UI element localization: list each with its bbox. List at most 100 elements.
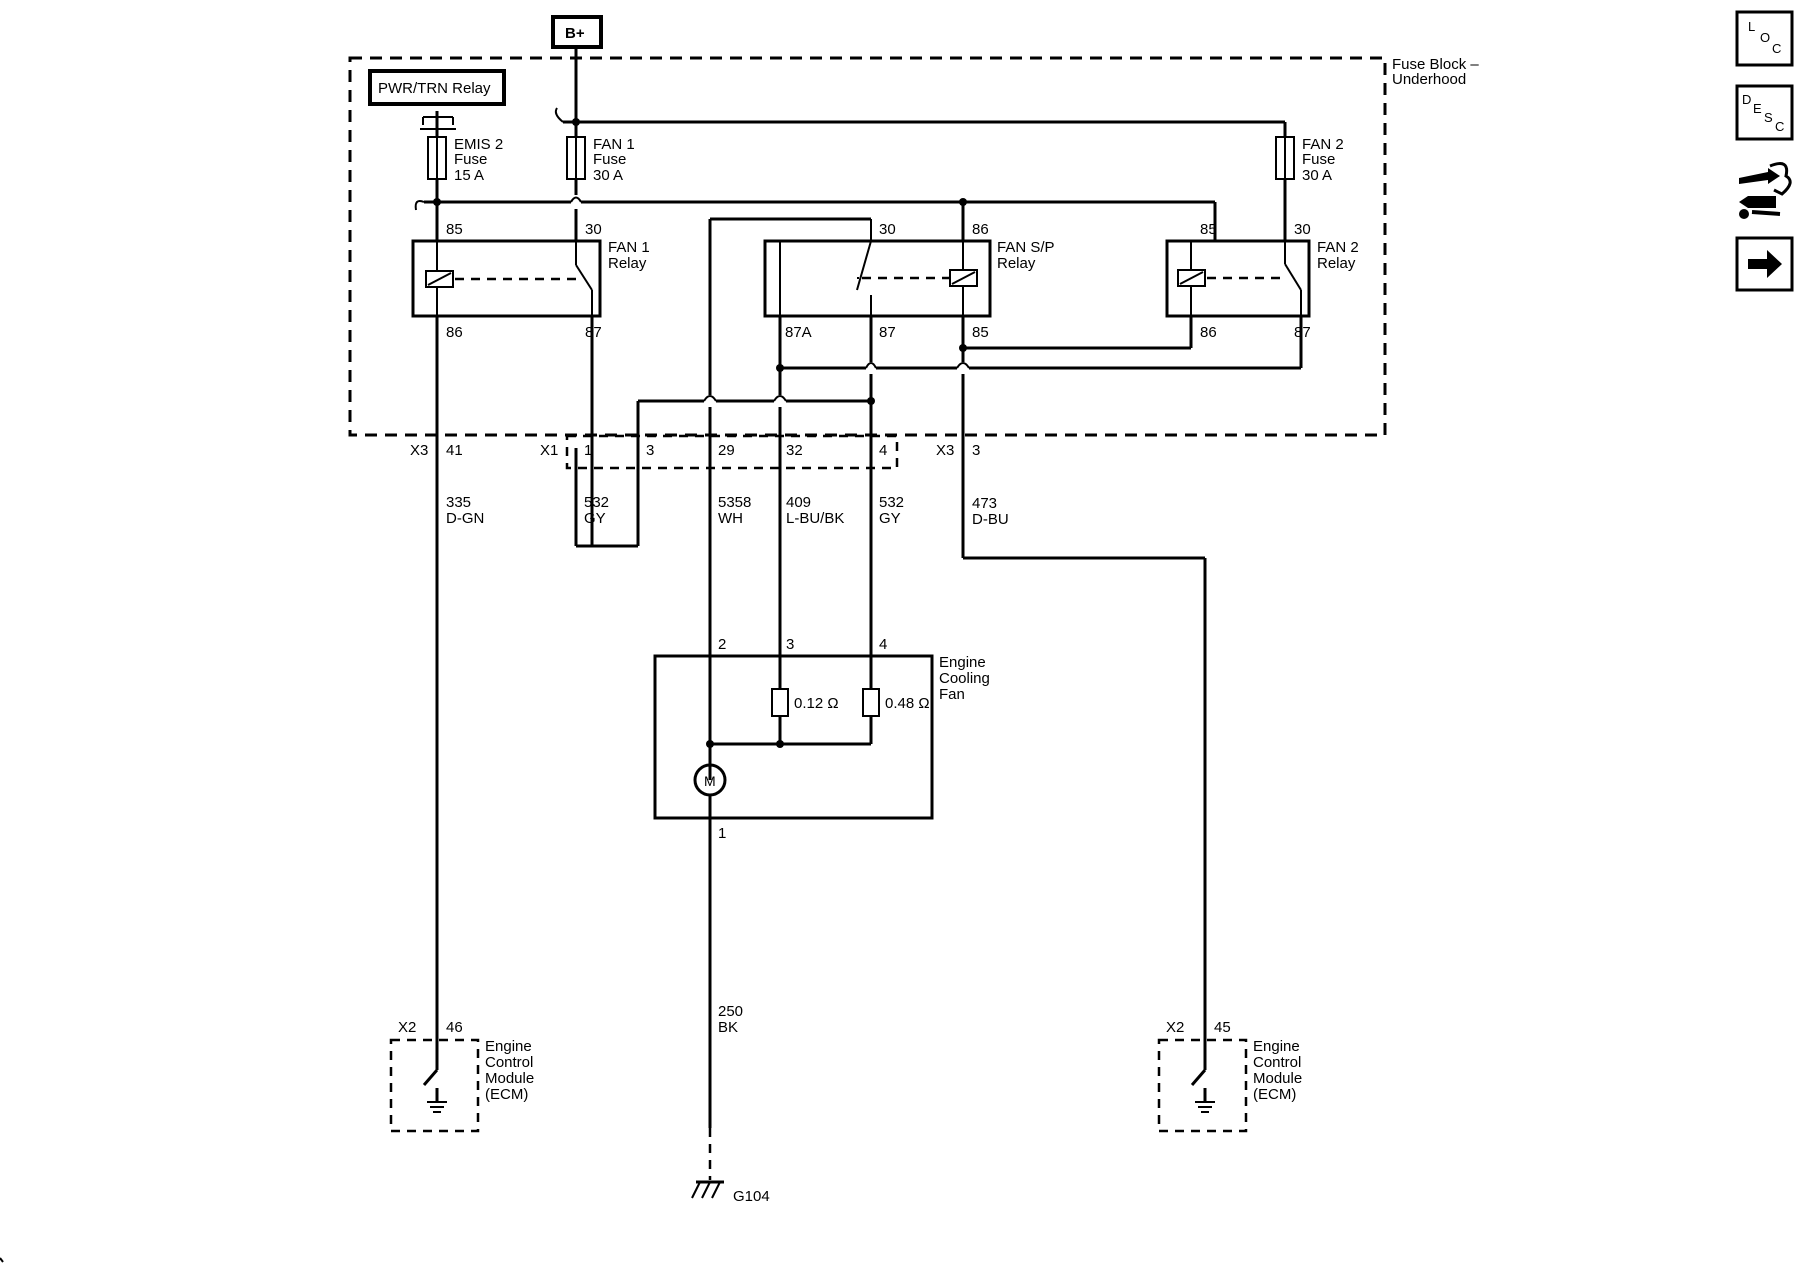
- ecm-left-label-1: Engine: [485, 1038, 532, 1055]
- fuse-block-boundary: [348, 56, 1387, 437]
- fan1-fuse: [566, 136, 586, 180]
- fan1-relay-box: [411, 239, 602, 318]
- emis2-fuse-label-1: EMIS 2: [454, 136, 503, 153]
- fan2-fuse: [1275, 136, 1295, 180]
- fuse-block-label-1: Fuse Block –: [1392, 56, 1479, 73]
- fansp-relay-label-2: Relay: [997, 255, 1036, 272]
- fansp-relay-pin-87: 87: [879, 324, 896, 341]
- fan-pin-2: 2: [718, 636, 726, 653]
- fansp-relay-label-1: FAN S/P: [997, 239, 1055, 256]
- fansp-relay-pin-30: 30: [879, 221, 896, 238]
- resistor-0-12-label: 0.12 Ω: [794, 695, 839, 712]
- emis2-fuse-label-2: Fuse: [454, 151, 487, 168]
- x1-pin-29: 29: [718, 442, 735, 459]
- engine-cooling-fan-label-3: Fan: [939, 686, 965, 703]
- fan2-fuse-label-3: 30 A: [1302, 167, 1332, 184]
- ecm-left-label-4: (ECM): [485, 1086, 528, 1103]
- fan2-relay-label-2: Relay: [1317, 255, 1356, 272]
- emis2-fuse-label-3: 15 A: [454, 167, 484, 184]
- fan-motor-label: M: [704, 773, 716, 789]
- resistor-0-48-label: 0.48 Ω: [885, 695, 930, 712]
- fan-pin-1: 1: [718, 825, 726, 842]
- fan1-relay-pin-30: 30: [585, 221, 602, 238]
- desc-button[interactable]: D E S C: [1735, 84, 1794, 141]
- loc-button[interactable]: L O C: [1735, 10, 1794, 67]
- connector-end-view-icon[interactable]: [1739, 162, 1792, 219]
- x3-right-name: X3: [936, 442, 954, 459]
- wire-532a-color: GY: [584, 510, 606, 527]
- x3-left-pin: 41: [446, 442, 463, 459]
- desc-letter-3: S: [1764, 110, 1773, 125]
- x1-pin-3: 3: [646, 442, 654, 459]
- fansp-relay-pin-87a: 87A: [785, 324, 812, 341]
- x1-connector: [565, 434, 899, 470]
- fan2-fuse-label-2: Fuse: [1302, 151, 1335, 168]
- ecm-left-pin: 46: [446, 1019, 463, 1036]
- wire-5358-color: WH: [718, 510, 743, 527]
- desc-letter-2: E: [1753, 101, 1762, 116]
- fan1-relay-label-1: FAN 1: [608, 239, 650, 256]
- ecm-left-label-2: Control: [485, 1054, 533, 1071]
- wire-473-color: D-BU: [972, 511, 1009, 528]
- loc-letter-2: O: [1760, 30, 1770, 45]
- fan1-relay-pin-86: 86: [446, 324, 463, 341]
- engine-cooling-fan-label-2: Cooling: [939, 670, 990, 687]
- ecm-right-label-3: Module: [1253, 1070, 1302, 1087]
- ecm-right-label-2: Control: [1253, 1054, 1301, 1071]
- fan2-fuse-label-1: FAN 2: [1302, 136, 1344, 153]
- fan-pin-3: 3: [786, 636, 794, 653]
- fan1-relay-pin-85: 85: [446, 221, 463, 238]
- resistor-0-12: [771, 688, 789, 717]
- emis2-fuse: [427, 136, 447, 180]
- fan2-relay-pin-86: 86: [1200, 324, 1217, 341]
- fansp-relay-pin-85: 85: [972, 324, 989, 341]
- wire-250-color: BK: [718, 1019, 738, 1036]
- wire-532b-color: GY: [879, 510, 901, 527]
- fansp-relay-box: [763, 239, 992, 318]
- loc-letter-1: L: [1748, 19, 1755, 34]
- x1-name: X1: [540, 442, 558, 459]
- fuse-block-label-2: Underhood: [1392, 71, 1466, 88]
- wire-409-circuit: 409: [786, 494, 811, 511]
- pwr-trn-relay-label: PWR/TRN Relay: [378, 80, 491, 97]
- pwr-trn-relay-box: [368, 69, 506, 106]
- x3-left-name: X3: [410, 442, 428, 459]
- ecm-left-box: [389, 1038, 480, 1133]
- resistor-0-48: [862, 688, 880, 717]
- ecm-right-label-1: Engine: [1253, 1038, 1300, 1055]
- fan1-fuse-label-2: Fuse: [593, 151, 626, 168]
- ecm-left-x2: X2: [398, 1019, 416, 1036]
- wire-409-color: L-BU/BK: [786, 510, 844, 527]
- fan2-relay-box: [1165, 239, 1311, 318]
- wire-532a-circuit: 532: [584, 494, 609, 511]
- desc-letter-4: C: [1775, 119, 1784, 134]
- engine-cooling-fan-box: [653, 654, 934, 820]
- fan-pin-4: 4: [879, 636, 887, 653]
- fan2-relay-pin-30: 30: [1294, 221, 1311, 238]
- ecm-right-label-4: (ECM): [1253, 1086, 1296, 1103]
- x1-pin-1: 1: [584, 442, 592, 459]
- x3-right-pin: 3: [972, 442, 980, 459]
- fan1-fuse-label-1: FAN 1: [593, 136, 635, 153]
- wire-250-circuit: 250: [718, 1003, 743, 1020]
- wire-335-circuit: 335: [446, 494, 471, 511]
- b-plus-label: B+: [565, 25, 585, 42]
- ecm-left-label-3: Module: [485, 1070, 534, 1087]
- wire-473-circuit: 473: [972, 495, 997, 512]
- desc-letter-1: D: [1742, 92, 1751, 107]
- ecm-right-box: [1157, 1038, 1248, 1133]
- fan1-fuse-label-3: 30 A: [593, 167, 623, 184]
- fansp-relay-pin-86: 86: [972, 221, 989, 238]
- x1-pin-32: 32: [786, 442, 803, 459]
- x1-pin-4: 4: [879, 442, 887, 459]
- arrow-right-icon[interactable]: [1735, 236, 1794, 292]
- fan2-relay-pin-85: 85: [1200, 221, 1217, 238]
- wire-532b-circuit: 532: [879, 494, 904, 511]
- wire-5358-circuit: 5358: [718, 494, 751, 511]
- loc-letter-3: C: [1772, 41, 1781, 56]
- engine-cooling-fan-label-1: Engine: [939, 654, 986, 671]
- b-plus-box: [551, 15, 603, 49]
- wire-335-color: D-GN: [446, 510, 484, 527]
- fan1-relay-label-2: Relay: [608, 255, 647, 272]
